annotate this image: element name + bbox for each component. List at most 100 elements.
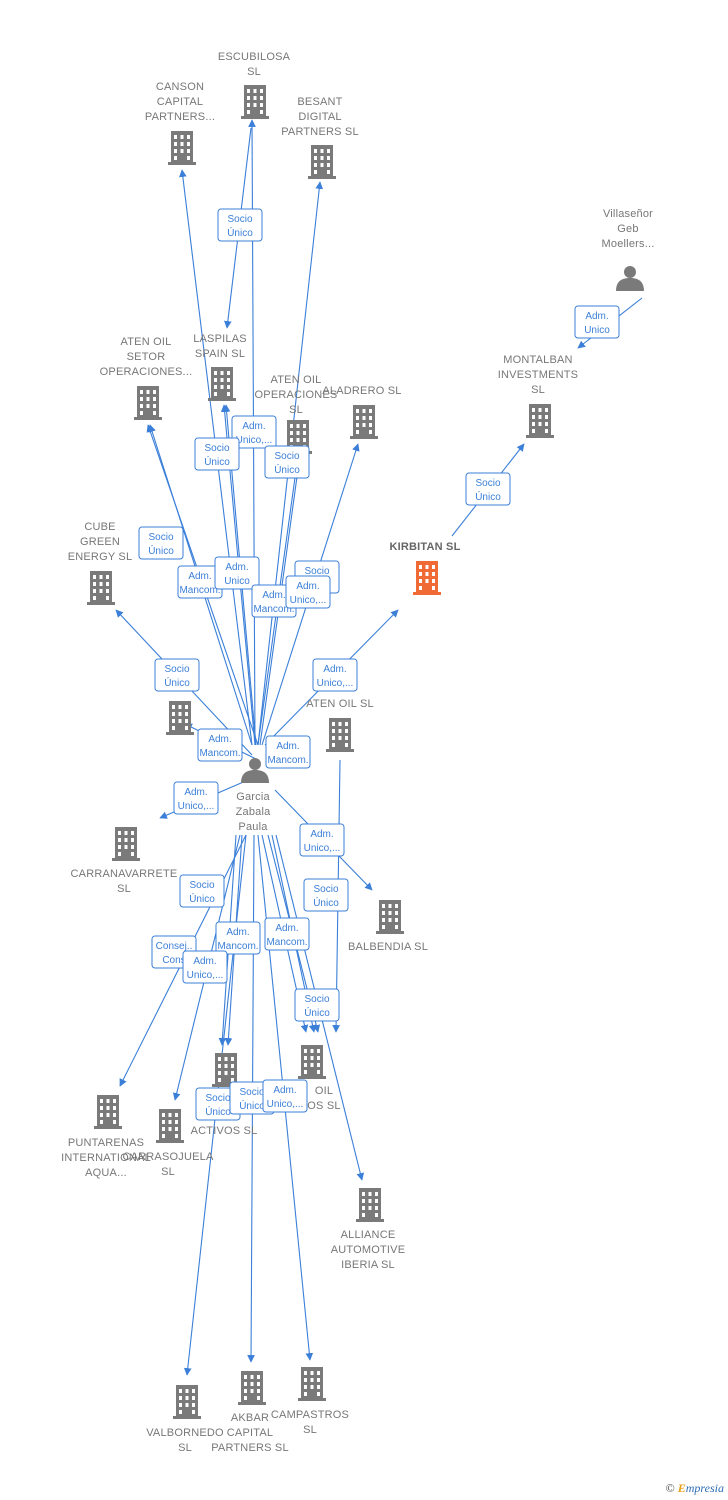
relation-label-line: Mancom. [253,604,294,615]
relation-box [194,437,240,471]
node-label-line: CUBE [84,521,115,533]
node-aten_oil[interactable]: ATEN OIL SL [306,698,374,752]
relation-r17[interactable]: Adm.Unico,... [173,781,219,815]
relation-label-line: Único [274,463,300,476]
node-villasenor[interactable]: VillaseñorGebMoellers... [602,208,655,291]
building-icon [166,701,194,735]
node-label-line: INTERNATIONAL [61,1152,151,1164]
relation-label-line: Socio [227,214,252,225]
building-icon [94,1095,122,1129]
node-label-line: PARTNERS SL [281,126,359,138]
relation-r4[interactable]: Adm.Unico,... [231,415,277,449]
node-aten_setor[interactable]: ATEN OILSETOROPERACIONES... [100,336,193,420]
relation-label-line: Único [164,676,190,689]
building-icon [112,827,140,861]
relation-r2[interactable]: Adm.Unico [574,305,620,339]
relation-box [138,526,184,560]
relation-box [574,305,620,339]
relation-label-line: Socio [475,478,500,489]
node-label-line: ATEN OIL [271,374,322,386]
relation-label-line: Mancom. [199,748,240,759]
relation-r9[interactable]: Adm.Unico [214,556,260,590]
relation-label-line: Unico,... [290,595,327,606]
relation-r14[interactable]: Adm.Unico,... [312,658,358,692]
copyright-symbol: © [665,1481,675,1495]
building-icon [413,561,441,595]
node-aladrero[interactable]: ALADRERO SL [322,385,401,439]
node-carranavarrete[interactable]: CARRANAVARRETE SL [71,827,178,895]
node-label-line: SETOR [127,351,166,363]
relation-box [214,556,260,590]
relation-label-line: Único [148,544,174,557]
relation-label-line: Único [189,892,215,905]
node-label-line: VALBORNEDO [146,1427,224,1439]
relation-box [179,874,225,908]
relation-box [303,878,349,912]
node-label-line: BESANT [297,96,342,108]
relation-r12[interactable]: Adm.Unico,... [285,575,331,609]
node-label-line: SL [303,1424,317,1436]
node-balbendia[interactable]: BALBENDIA SL [348,900,428,953]
building-icon [356,1188,384,1222]
node-label-line: AQUA... [85,1167,127,1179]
node-puntarenas[interactable]: PUNTARENASINTERNATIONALAQUA... [61,1095,151,1179]
node-label-line: Paula [238,821,268,833]
relation-label-line: Socio [304,994,329,1005]
node-canson[interactable]: CANSONCAPITALPARTNERS... [145,81,215,165]
node-label-line: CARRANAVARRETE [71,868,178,880]
relation-r21[interactable]: Adm.Mancom. [215,921,261,955]
relation-r15[interactable]: Adm.Mancom. [197,728,243,762]
relation-r28[interactable]: Adm.Unico,... [262,1079,308,1113]
relation-r24[interactable]: Adm.Unico,... [182,950,228,984]
relation-label-line: Socio [274,451,299,462]
relation-label-line: Adm. [585,311,608,322]
node-label-line: ATEN OIL SL [306,698,374,710]
node-label-line: OPERACIONES [255,389,338,401]
relation-label-line: Consej.. [156,941,193,952]
relation-label-line: Adm. [275,923,298,934]
node-label-line: AKBAR [231,1412,269,1424]
node-activos[interactable]: ACTIVOS SL [191,1053,258,1137]
relation-label-line: Único [204,455,230,468]
node-label-line: ACTIVOS SL [191,1125,258,1137]
node-label-line: Moellers... [602,238,655,250]
relation-r16[interactable]: Adm.Mancom. [265,735,311,769]
node-label-line: ATEN OIL [121,336,172,348]
relation-box [299,823,345,857]
relation-r22[interactable]: Adm.Mancom. [264,917,310,951]
building-icon [87,571,115,605]
relation-label-line: Único [239,1099,265,1112]
node-kirbitan[interactable]: KIRBITAN SL [389,541,460,595]
relation-label-line: Adm. [184,787,207,798]
relation-label-line: Socio [189,880,214,891]
relation-label-line: Socio [204,443,229,454]
relation-r18[interactable]: Adm.Unico,... [299,823,345,857]
building-icon [168,131,196,165]
node-label-line: CARRASOJUELA [122,1151,213,1163]
node-label-line: SL [117,883,131,895]
